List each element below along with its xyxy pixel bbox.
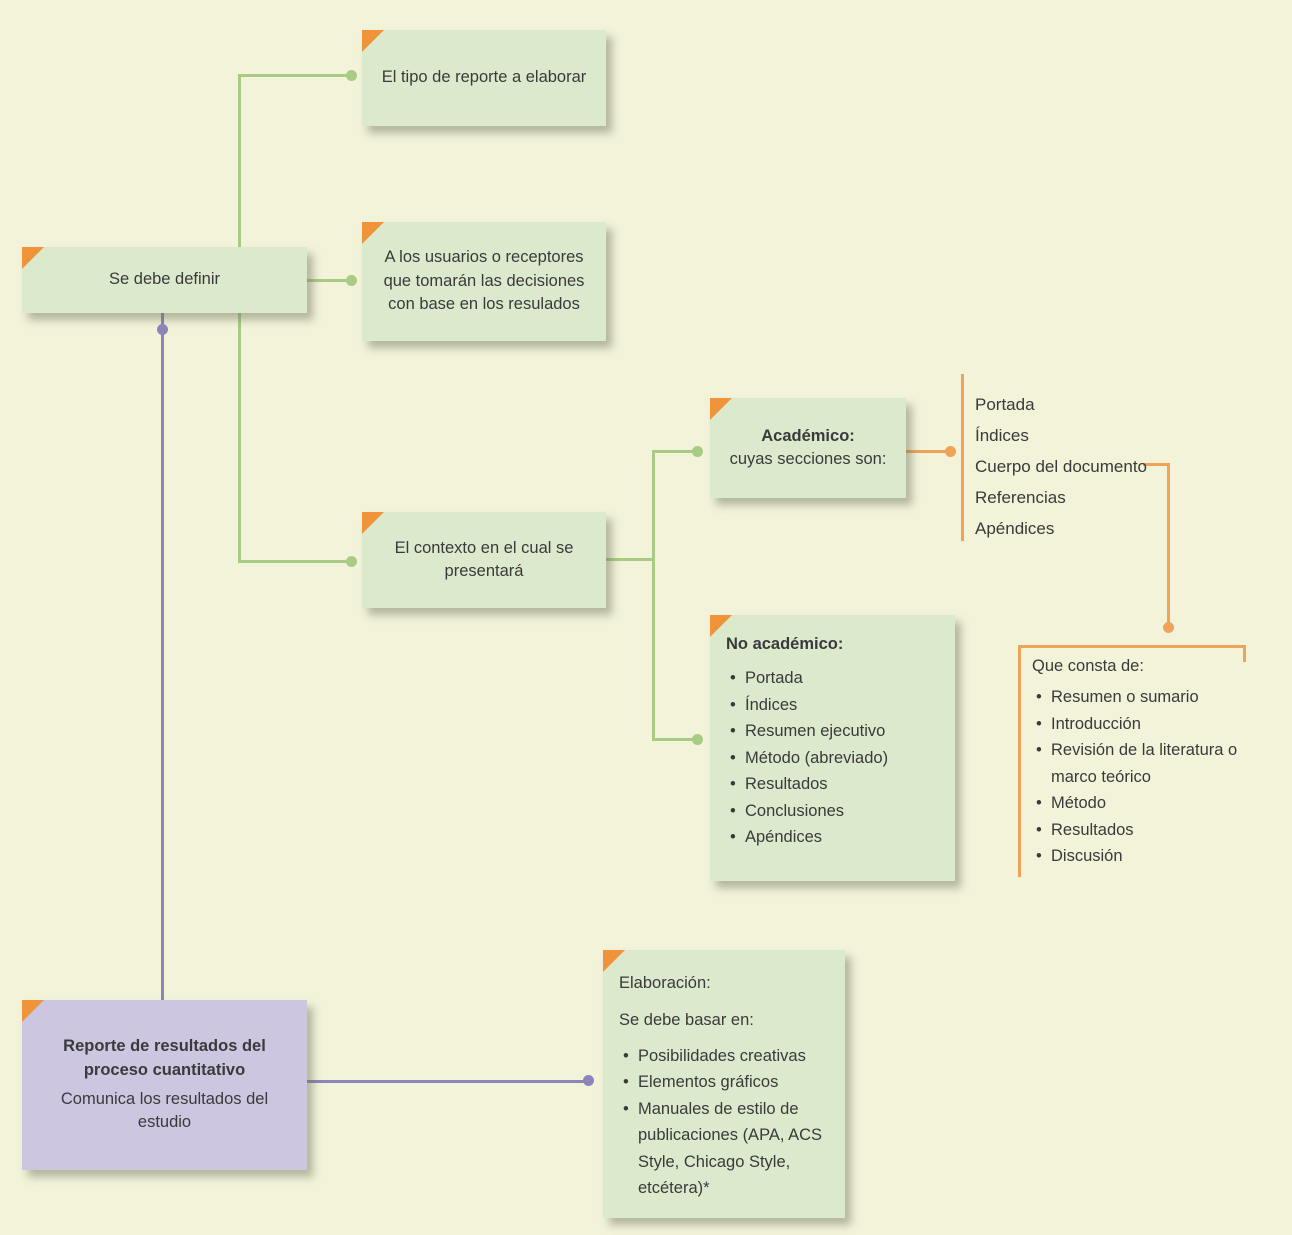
connector-purple-to-elaboracion	[307, 1080, 590, 1083]
node-label: El tipo de reporte a elaborar	[381, 68, 587, 87]
corner-triangle-icon	[710, 398, 732, 420]
list-item: Resultados	[1032, 817, 1246, 844]
corner-triangle-icon	[362, 512, 384, 534]
node-no-academico: No académico: Portada Índices Resumen ej…	[710, 615, 955, 881]
node-elaboracion: Elaboración: Se debe basar en: Posibilid…	[603, 950, 845, 1218]
connector-green-vertical	[238, 74, 241, 563]
node-reporte-resultados: Reporte de resultados del proceso cuanti…	[22, 1000, 307, 1170]
node-title: Reporte de resultados del proceso cuanti…	[63, 1037, 266, 1079]
connector-green-to-contexto	[238, 560, 352, 563]
node-tipo-de-reporte: El tipo de reporte a elaborar	[362, 30, 606, 126]
que-consta-block: Que consta de: Resumen o sumario Introdu…	[1032, 657, 1246, 870]
node-title: Que consta de:	[1032, 657, 1144, 675]
bracket-que-consta-left	[1018, 645, 1021, 877]
connector-green-to-tipo	[238, 74, 352, 77]
list-item: Cuerpo del documento	[975, 457, 1148, 476]
list-item: Conclusiones	[726, 798, 939, 825]
connector-dot	[346, 70, 357, 81]
corner-triangle-icon	[362, 222, 384, 244]
connector-dot	[692, 446, 703, 457]
connector-dot	[346, 556, 357, 567]
no-academico-list: Portada Índices Resumen ejecutivo Método…	[726, 665, 939, 851]
connector-orange-elbow-vertical	[1167, 463, 1170, 625]
corner-triangle-icon	[603, 950, 625, 972]
node-label: El contexto en el cual se presentará	[394, 538, 574, 580]
node-subtitle: cuyas secciones son:	[729, 450, 887, 468]
list-item: Posibilidades creativas	[619, 1043, 829, 1070]
node-title: No académico:	[726, 635, 844, 653]
connector-dot	[692, 734, 703, 745]
list-item: Resultados	[726, 771, 939, 798]
connector-green-to-no-academico	[652, 738, 699, 741]
node-contexto: El contexto en el cual se presentará	[362, 512, 606, 608]
node-label: A los usuarios o receptores que tomarán …	[383, 248, 585, 314]
list-item: Portada	[726, 665, 939, 692]
node-title: Académico:	[761, 426, 855, 445]
bracket-que-consta-right	[1243, 645, 1246, 662]
connector-dot	[1163, 622, 1174, 633]
list-item: Portada	[975, 395, 1035, 414]
que-consta-list: Resumen o sumario Introducción Revisión …	[1032, 684, 1246, 870]
connector-dot	[945, 446, 956, 457]
elaboracion-list: Posibilidades creativas Elementos gráfic…	[619, 1043, 829, 1202]
node-se-debe-definir: Se debe definir	[22, 247, 307, 313]
bracket-que-consta-top	[1018, 645, 1246, 648]
corner-triangle-icon	[22, 247, 44, 269]
node-academico: Académico: cuyas secciones son:	[710, 398, 906, 498]
node-label: Se debe definir	[109, 270, 220, 289]
corner-triangle-icon	[22, 1000, 44, 1022]
connector-green-to-academico	[652, 450, 699, 453]
connector-dot	[346, 275, 357, 286]
connector-purple-vertical	[161, 313, 164, 1000]
list-item: Discusión	[1032, 843, 1246, 870]
list-item: Apéndices	[726, 824, 939, 851]
connector-dot	[157, 324, 168, 335]
connector-orange-to-secciones	[906, 450, 952, 453]
list-item: Índices	[975, 426, 1029, 445]
connector-green-from-contexto	[606, 558, 653, 561]
connector-green-to-usuarios	[307, 279, 352, 282]
node-title: Elaboración:	[619, 974, 711, 992]
list-item: Referencias	[975, 488, 1066, 507]
list-item: Método	[1032, 790, 1246, 817]
list-item: Elementos gráficos	[619, 1069, 829, 1096]
node-subtitle: Se debe basar en:	[619, 1011, 754, 1030]
list-item: Manuales de estilo de publicaciones (APA…	[619, 1096, 829, 1202]
list-item: Introducción	[1032, 711, 1246, 738]
list-item: Índices	[726, 692, 939, 719]
bracket-academico-secciones	[961, 374, 964, 541]
list-item: Método (abreviado)	[726, 745, 939, 772]
list-item: Resumen ejecutivo	[726, 718, 939, 745]
connector-green-vertical-2	[652, 450, 655, 741]
connector-dot	[583, 1075, 594, 1086]
list-item: Apéndices	[975, 519, 1055, 538]
node-subtitle: Comunica los resultados del estudio	[60, 1090, 269, 1132]
academico-secciones-list: Portada Índices Cuerpo del documento Ref…	[975, 389, 1185, 544]
node-usuarios-receptores: A los usuarios o receptores que tomarán …	[362, 222, 606, 341]
list-item: Revisión de la literatura o marco teóric…	[1032, 737, 1246, 790]
list-item: Resumen o sumario	[1032, 684, 1246, 711]
corner-triangle-icon	[362, 30, 384, 52]
connector-orange-elbow-horizontal	[1143, 463, 1170, 466]
